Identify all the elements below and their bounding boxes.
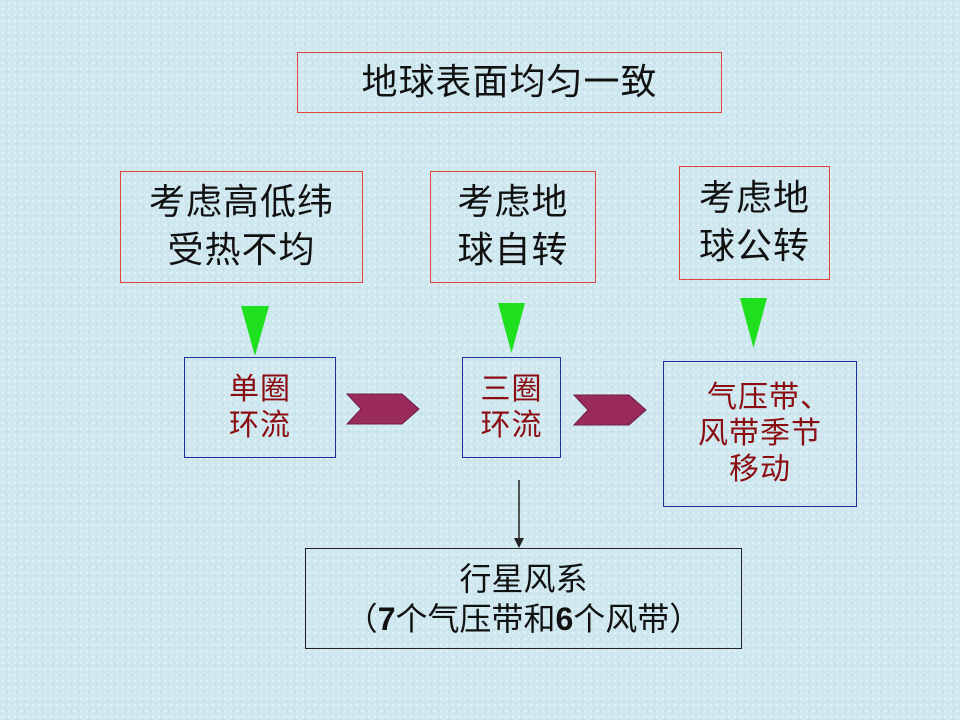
result-three-line2: 环流 — [480, 407, 543, 443]
factor-box-rotation: 考虑地 球自转 — [430, 171, 596, 283]
chevron-right-icon — [345, 393, 420, 425]
factor-box-latitude: 考虑高低纬 受热不均 — [120, 171, 363, 283]
bottom-mid-text: 个气压带和 — [395, 599, 556, 638]
result-seasonal-line3: 移动 — [729, 452, 791, 487]
result-box-single-cell: 单圈 环流 — [184, 357, 336, 458]
bottom-line1: 行星风系 — [459, 559, 588, 598]
factor-box-revolution: 考虑地 球公转 — [679, 166, 830, 280]
result-box-seasonal-shift: 气压带、 风带季节 移动 — [663, 361, 857, 507]
down-arrow-icon — [241, 306, 269, 356]
result-seasonal-line2: 风带季节 — [698, 416, 822, 451]
down-arrow-icon — [498, 303, 525, 353]
factor-rotation-line1: 考虑地 — [457, 182, 569, 223]
chevron-right-icon — [572, 394, 647, 426]
bottom-line2: （7个气压带和6个风带） — [346, 599, 702, 639]
top-box-text: 地球表面均匀一致 — [361, 61, 658, 103]
factor-rotation-line2: 球自转 — [457, 230, 569, 271]
thin-down-arrow-icon — [514, 480, 524, 548]
factor-revolution-line1: 考虑地 — [698, 178, 810, 219]
factor-revolution-line2: 球公转 — [698, 226, 810, 267]
bottom-open-paren: （ — [345, 599, 378, 638]
bottom-close-text: 个风带） — [573, 599, 702, 638]
bottom-num-wind: 6 — [555, 600, 574, 637]
result-three-line1: 三圈 — [480, 371, 543, 407]
result-single-line2: 环流 — [229, 407, 291, 443]
top-box: 地球表面均匀一致 — [297, 52, 722, 113]
result-single-line1: 单圈 — [229, 371, 291, 407]
result-seasonal-line1: 气压带、 — [707, 380, 831, 415]
factor-latitude-line1: 考虑高低纬 — [148, 182, 334, 223]
factor-latitude-line2: 受热不均 — [167, 230, 316, 271]
down-arrow-icon — [740, 298, 767, 348]
bottom-box: 行星风系 （7个气压带和6个风带） — [305, 548, 742, 649]
result-box-three-cell: 三圈 环流 — [462, 357, 561, 458]
bottom-num-pressure: 7 — [377, 600, 396, 637]
